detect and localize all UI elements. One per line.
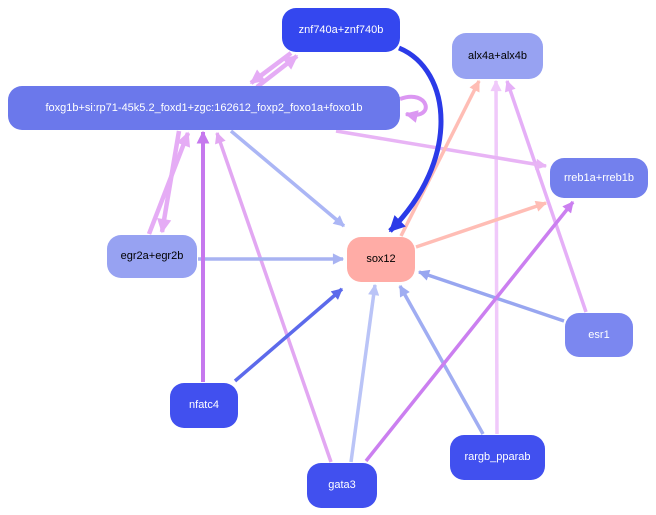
edge-rargb-pparab-to-sox12 xyxy=(398,285,485,435)
node-label-foxg1b-group: foxg1b+si:rp71-45k5.2_foxd1+zgc:162612_f… xyxy=(45,101,363,114)
edge-egr2a-egr2b-to-foxg1b-group xyxy=(146,131,191,235)
node-znf740a-znf740b[interactable]: znf740a+znf740b xyxy=(282,8,400,52)
node-egr2a-egr2b[interactable]: egr2a+egr2b xyxy=(107,235,197,278)
node-gata3[interactable]: gata3 xyxy=(307,463,377,508)
edge-foxg1b-group-to-foxg1b-group xyxy=(399,94,428,123)
edge-gata3-to-foxg1b-group xyxy=(215,131,333,463)
node-label-gata3: gata3 xyxy=(328,479,356,492)
node-label-egr2a-egr2b: egr2a+egr2b xyxy=(120,250,184,263)
edge-esr1-to-sox12 xyxy=(417,269,565,323)
edge-foxg1b-group-to-sox12 xyxy=(229,129,346,228)
edge-gata3-to-sox12 xyxy=(349,283,380,463)
node-label-rreb1a-rreb1b: rreb1a+rreb1b xyxy=(563,171,635,184)
node-sox12[interactable]: sox12 xyxy=(347,237,415,282)
edge-foxg1b-group-to-znf740a-znf740b xyxy=(255,54,299,89)
edge-sox12-to-rreb1a-rreb1b xyxy=(415,200,548,249)
edge-nfatc4-to-sox12 xyxy=(233,287,344,383)
edge-znf740a-znf740b-to-sox12 xyxy=(388,45,444,233)
edge-sox12-to-alx4a-alx4b xyxy=(399,79,481,237)
node-rargb-pparab[interactable]: rargb_pparab xyxy=(450,435,545,480)
node-label-sox12: sox12 xyxy=(366,253,396,266)
node-esr1[interactable]: esr1 xyxy=(565,313,633,357)
node-label-nfatc4: nfatc4 xyxy=(189,399,219,412)
node-label-znf740a-znf740b: znf740a+znf740b xyxy=(298,23,384,36)
node-alx4a-alx4b[interactable]: alx4a+alx4b xyxy=(452,33,543,79)
node-label-rargb-pparab: rargb_pparab xyxy=(464,451,531,464)
node-label-alx4a-alx4b: alx4a+alx4b xyxy=(467,49,528,62)
node-foxg1b-group[interactable]: foxg1b+si:rp71-45k5.2_foxd1+zgc:162612_f… xyxy=(8,86,400,130)
edge-foxg1b-group-to-rreb1a-rreb1b xyxy=(335,129,548,170)
node-label-esr1: esr1 xyxy=(588,328,610,341)
edge-gata3-to-rreb1a-rreb1b xyxy=(364,200,575,463)
node-rreb1a-rreb1b[interactable]: rreb1a+rreb1b xyxy=(550,158,648,198)
node-nfatc4[interactable]: nfatc4 xyxy=(170,383,238,428)
edge-esr1-to-alx4a-alx4b xyxy=(504,79,588,313)
edge-rargb-pparab-to-alx4a-alx4b xyxy=(490,79,502,435)
